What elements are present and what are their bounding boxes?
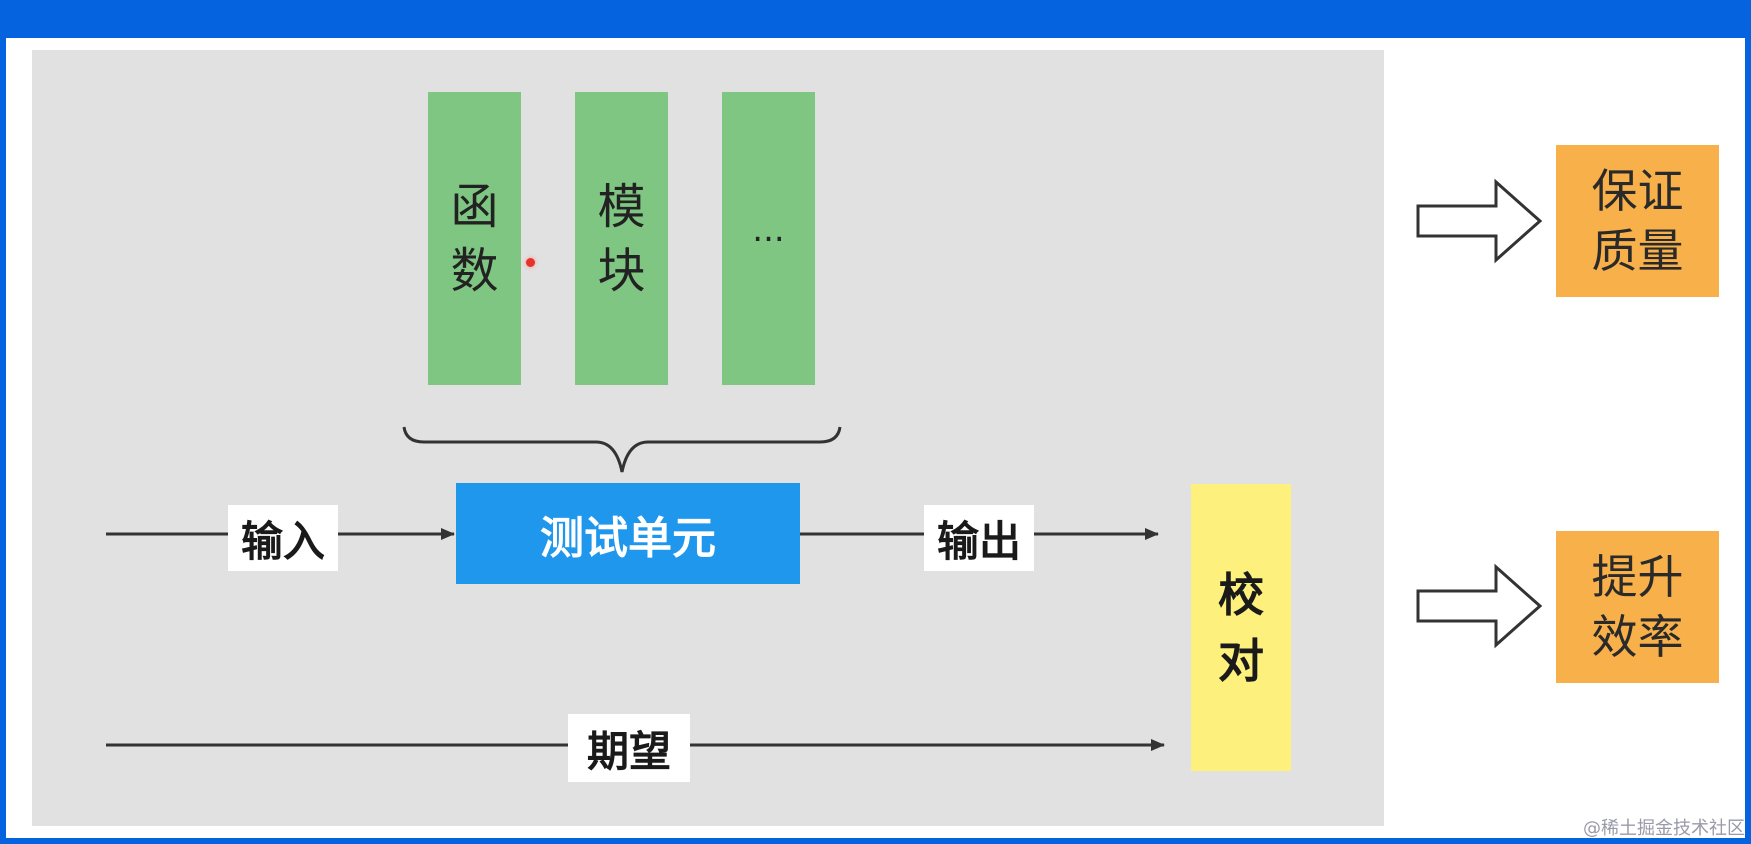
diagram-panel (32, 50, 1384, 826)
hollow-arrow-quality (1416, 178, 1543, 264)
hollow-arrow-efficiency (1416, 563, 1543, 649)
component-box-more: ... (722, 92, 815, 385)
check-label: 校对 (1218, 567, 1264, 688)
benefit-box-quality: 保证质量 (1556, 145, 1719, 297)
benefit-box-efficiency: 提升效率 (1556, 531, 1719, 683)
component-label: 模块 (597, 178, 646, 299)
output-label: 输出 (924, 505, 1034, 571)
benefit-label: 提升效率 (1591, 550, 1684, 664)
curly-brace (402, 426, 842, 473)
component-label: ... (752, 209, 785, 250)
component-label: 函数 (450, 178, 499, 299)
pointer-dot (526, 258, 535, 267)
unit-under-test-label: 测试单元 (540, 512, 716, 564)
watermark: @稀土掘金技术社区 (1583, 818, 1745, 839)
check-box: 校对 (1191, 484, 1291, 771)
expected-label: 期望 (568, 714, 690, 782)
unit-under-test-box: 测试单元 (456, 483, 800, 584)
benefit-label: 保证质量 (1591, 164, 1684, 278)
component-box-function: 函数 (428, 92, 521, 385)
input-label: 输入 (228, 505, 338, 571)
component-box-module: 模块 (575, 92, 668, 385)
